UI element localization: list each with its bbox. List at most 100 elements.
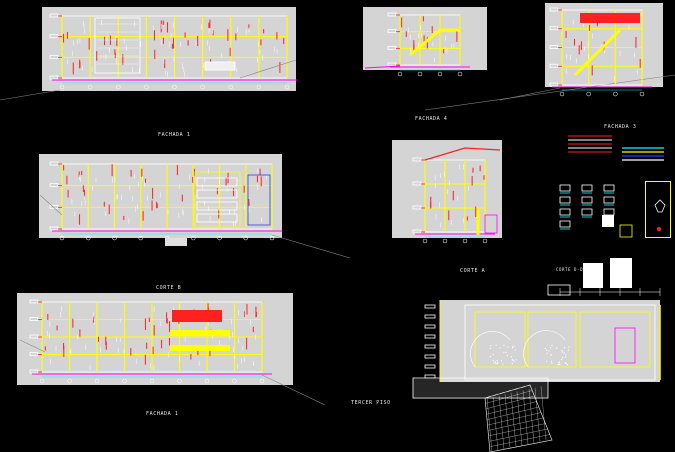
legend-red-dot [657, 227, 661, 231]
sheet-detail [610, 258, 632, 288]
symbol-box [581, 184, 593, 192]
fachada1-bottom-grid-bubble [177, 378, 182, 384]
plan-hatch-dot [561, 349, 563, 352]
plan-patio-grid [488, 417, 544, 431]
plan-room-left [474, 311, 526, 368]
plan-hatch-dot [558, 362, 560, 364]
fachada3-grid-bubble [639, 91, 645, 97]
plan-hatch-dot [492, 359, 494, 362]
corte-b-grid-bubble [86, 235, 91, 241]
symbol-box [559, 184, 571, 192]
plan-hatch-dot [562, 356, 564, 359]
plan-hatch-dot [565, 362, 567, 364]
plan-hatch-dot [563, 347, 566, 349]
fachada1-bottom-grid-bubble [122, 378, 127, 384]
corte-a-grid-bubble [482, 238, 488, 244]
corte-b-slope-right [271, 234, 351, 259]
fachada1-top-level-tag [49, 13, 59, 18]
corte-b-level-tag [49, 226, 59, 231]
symbol-box [559, 208, 571, 216]
plan-hatch-dot [544, 347, 546, 350]
fachada1-bottom-level-tag [29, 334, 39, 339]
corte-a-detail-box [484, 214, 498, 234]
plan-hatch-dot [513, 345, 515, 347]
corte-a-outline [424, 159, 486, 233]
plan-room-center [527, 311, 577, 368]
detail-small-box [547, 284, 571, 296]
corte-b-grid-bubble [217, 235, 222, 241]
key-icon [654, 199, 666, 213]
corte-b-grid-bubble [191, 235, 196, 241]
plan-hatch-dot [515, 359, 518, 361]
plan-hatch-dot [503, 351, 505, 353]
plan-hatch-dot [510, 356, 512, 358]
plan-patio-grid [486, 395, 535, 409]
plan-patio-grid [487, 406, 539, 420]
symbol-box [603, 184, 615, 192]
plan-tag [424, 314, 436, 319]
corte-b-blue-block [247, 174, 271, 226]
fachada3-level-tag [549, 26, 559, 31]
plan-hatch-dot [511, 347, 514, 349]
plan-hatch-dot [514, 349, 516, 351]
plan-patio-grid [486, 401, 537, 415]
plan-hatch-dot [506, 355, 509, 357]
plan-hatch-dot [505, 351, 507, 353]
plan-patio-grid [489, 423, 546, 436]
plan-hatch-dot [566, 364, 568, 366]
label-fachada-4: FACHADA 4 [415, 116, 448, 122]
corte-b-room [196, 201, 238, 211]
plan-patio-grid [484, 384, 531, 399]
plan-hatch-dot [493, 362, 495, 364]
plan-hatch-dot [513, 360, 515, 362]
sheet-corte-a [392, 140, 502, 238]
plan-hatch-dot [499, 347, 501, 349]
corte-b-core [194, 171, 241, 228]
plan-hatch-dot [551, 344, 553, 346]
plan-hatch-dot [490, 345, 492, 347]
symbol-box [603, 196, 615, 204]
sheet-fachada-4 [363, 7, 487, 70]
symbol-box [559, 220, 571, 228]
plan-patio-grid [528, 388, 535, 443]
fachada1-bottom-grid-bubble [149, 378, 155, 384]
plan-stair [614, 327, 636, 364]
fachada4-grade-extension [364, 65, 401, 69]
plan-tag [424, 304, 436, 309]
fachada4-grid-bubble [417, 71, 423, 77]
plan-hatch-dot [551, 362, 553, 364]
fachada3-level-tag [549, 45, 559, 49]
fachada1-top-level-tag [49, 54, 59, 59]
symbol-box [581, 196, 593, 204]
label-fachada-1-bottom: FACHADA 1 [146, 411, 179, 417]
fachada4-stair [409, 28, 460, 57]
plan-hatch-dot [494, 361, 497, 363]
plan-hatch-dot [563, 352, 565, 354]
fachada3-grid-bubble [613, 91, 618, 97]
fachada4-grid-bubble [397, 71, 403, 77]
symbol-box [559, 196, 571, 204]
plan-hatch-dot [496, 359, 498, 362]
fachada1-bottom-level-tag [29, 317, 39, 321]
symbol-box [603, 208, 615, 216]
label-tercer-piso: TERCER PISO [351, 400, 391, 406]
label-corte-b: CORTE B [156, 285, 182, 291]
corte-a-grid-bubble [422, 238, 428, 244]
plan-patio-grid [487, 412, 542, 426]
plan-hatch-dot [495, 344, 497, 346]
corte-b-sidewalk [165, 238, 187, 246]
corte-b-level-tag [49, 183, 59, 188]
fachada3-roof-band [580, 13, 640, 23]
plan-door-arc [470, 331, 511, 368]
symbol-solid [602, 215, 614, 227]
fachada4-grid-bubble [437, 71, 443, 77]
fachada1-bottom-grid-bubble [204, 378, 210, 384]
plan-patio-grid [498, 395, 505, 450]
plan-patio-grid [486, 397, 493, 452]
corte-a-level-tag [412, 229, 422, 234]
plan-hatch-dot [545, 360, 548, 363]
label-detail-caption: CORTE D-D [556, 267, 584, 272]
fachada4-level-tag [387, 62, 397, 67]
corte-b-room [196, 177, 238, 187]
fachada1-bottom-yellow-band [170, 330, 230, 336]
